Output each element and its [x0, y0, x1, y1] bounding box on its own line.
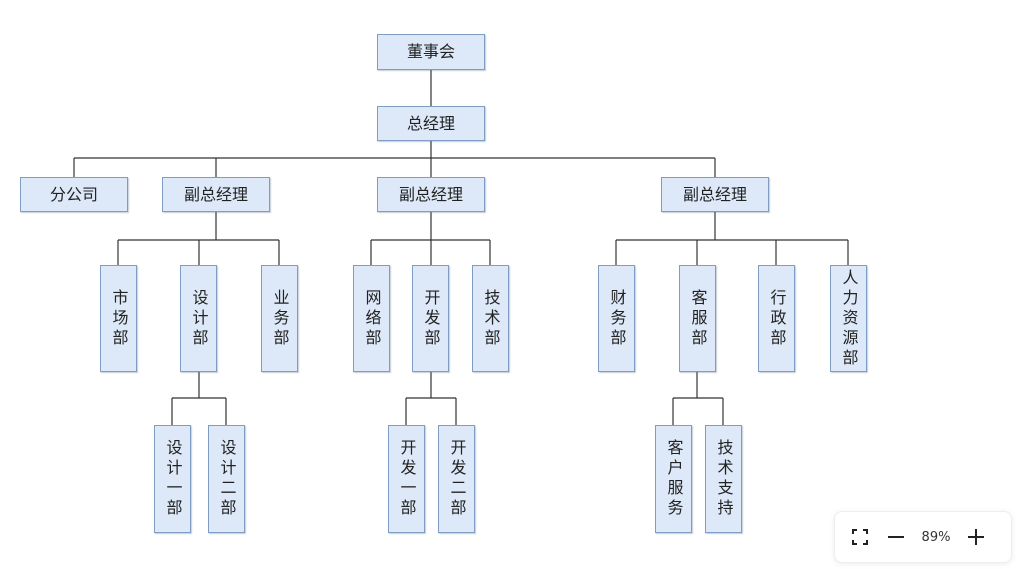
minus-icon	[888, 536, 904, 538]
node-board-label: 董事会	[406, 42, 455, 61]
node-dev-dept-1-label: 开发一部	[397, 439, 417, 519]
node-vp-right-label: 副总经理	[682, 184, 747, 204]
node-vp-middle-label: 副总经理	[398, 184, 463, 204]
node-dev-dept-1[interactable]: 开发一部	[388, 425, 425, 533]
node-design-dept-2-label: 设计二部	[217, 439, 237, 519]
node-customer-service-label: 客户服务	[664, 439, 684, 519]
node-branch-label: 分公司	[49, 184, 98, 204]
node-tech-support-label: 技术支持	[714, 439, 734, 519]
node-tech-dept[interactable]: 技术部	[472, 265, 509, 372]
plus-icon	[968, 529, 984, 545]
node-network-dept-label: 网络部	[362, 288, 382, 349]
node-general-manager[interactable]: 总经理	[377, 106, 485, 141]
node-business-dept[interactable]: 业务部	[261, 265, 298, 372]
fullscreen-icon[interactable]	[848, 525, 872, 549]
node-hr-dept-label: 人力资源部	[839, 268, 859, 369]
node-finance-dept[interactable]: 财务部	[598, 265, 635, 372]
node-tech-support[interactable]: 技术支持	[705, 425, 742, 533]
node-vp-right[interactable]: 副总经理	[661, 177, 769, 212]
zoom-level: 89%	[921, 529, 951, 545]
node-vp-middle[interactable]: 副总经理	[377, 177, 485, 212]
node-tech-dept-label: 技术部	[481, 288, 501, 349]
node-dev-dept-2-label: 开发二部	[447, 439, 467, 519]
node-network-dept[interactable]: 网络部	[353, 265, 390, 372]
node-hr-dept[interactable]: 人力资源部	[830, 265, 867, 372]
node-design-dept-2[interactable]: 设计二部	[208, 425, 245, 533]
node-board[interactable]: 董事会	[377, 34, 485, 70]
node-service-dept-label: 客服部	[688, 288, 708, 349]
zoom-in-button[interactable]	[964, 525, 988, 549]
zoom-toolbar: 89%	[834, 511, 1012, 563]
zoom-out-button[interactable]	[884, 525, 908, 549]
node-vp-left-label: 副总经理	[183, 184, 248, 204]
node-market-dept-label: 市场部	[109, 288, 129, 349]
node-branch[interactable]: 分公司	[20, 177, 128, 212]
node-business-dept-label: 业务部	[270, 288, 290, 349]
node-admin-dept[interactable]: 行政部	[758, 265, 795, 372]
node-general-manager-label: 总经理	[406, 113, 455, 133]
node-market-dept[interactable]: 市场部	[100, 265, 137, 372]
node-vp-left[interactable]: 副总经理	[162, 177, 270, 212]
node-design-dept[interactable]: 设计部	[180, 265, 217, 372]
node-design-dept-1[interactable]: 设计一部	[154, 425, 191, 533]
node-service-dept[interactable]: 客服部	[679, 265, 716, 372]
node-dev-dept-2[interactable]: 开发二部	[438, 425, 475, 533]
node-dev-dept-label: 开发部	[421, 288, 441, 349]
node-dev-dept[interactable]: 开发部	[412, 265, 449, 372]
node-finance-dept-label: 财务部	[607, 288, 627, 349]
node-design-dept-label: 设计部	[189, 288, 209, 349]
node-customer-service[interactable]: 客户服务	[655, 425, 692, 533]
node-admin-dept-label: 行政部	[767, 288, 787, 349]
node-design-dept-1-label: 设计一部	[163, 439, 183, 519]
